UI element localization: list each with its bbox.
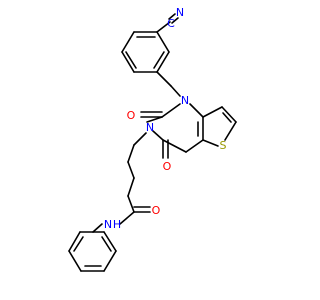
bond [68,250,82,272]
bond [156,21,171,33]
atom-o2: O [127,109,136,122]
bond [161,103,181,118]
atom-h-amide: H [113,218,121,231]
atom-o4: O [163,160,172,173]
bond [202,139,219,147]
bond [156,71,172,87]
atom-c-nitrile: C [167,17,175,30]
bond [127,177,135,197]
bond [103,250,117,272]
bond [119,211,135,225]
bond [92,223,103,233]
bond [68,231,81,252]
bond [222,112,232,123]
bond [103,231,117,252]
bond [185,139,204,153]
bond [121,31,135,53]
bond [171,17,179,24]
atom-n-nitrile: N [176,6,184,19]
bond [202,106,223,118]
bond [153,51,165,69]
bond [125,51,137,69]
atom-labels: N C N O N O S O N H [104,6,227,231]
bond [170,85,181,97]
bond [221,106,237,123]
atom-s: S [220,139,227,152]
bond [224,121,237,141]
bond [127,144,135,163]
bond [133,132,147,146]
atom-n-amide: N [104,218,112,231]
bond [168,13,176,20]
bond [121,51,135,73]
bond [152,130,164,141]
bond [146,116,163,123]
atom-o-amide: O [152,204,161,217]
bond [156,51,170,73]
bonds [68,13,237,272]
molecule-structure: N C N O N O S O N H [68,6,237,272]
bond [189,103,204,118]
bond [156,31,170,53]
bond [127,195,135,213]
bond [73,236,84,252]
bond [162,139,187,153]
bond [127,161,135,179]
atom-n3: N [146,121,154,134]
bond [101,236,112,252]
atom-n1: N [181,94,189,107]
